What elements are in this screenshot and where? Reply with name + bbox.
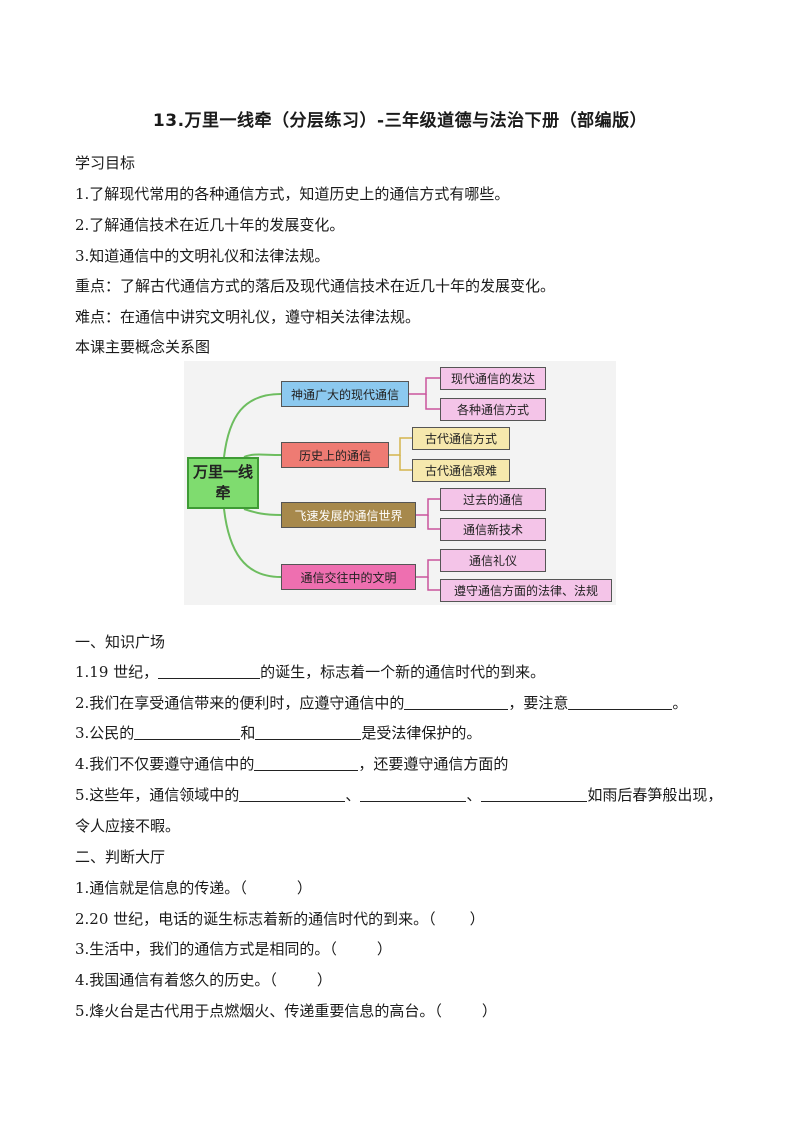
connector-b1-l2 xyxy=(425,394,440,410)
leaf-ancient-methods: 古代通信方式 xyxy=(412,427,510,450)
leaf-laws: 遵守通信方面的法律、法规 xyxy=(440,579,612,602)
question-3: 3.公民的 和 是受法律保护的。 xyxy=(75,722,481,743)
answer-blank[interactable] xyxy=(254,756,359,771)
concept-map: 万里一线牵 神通广大的现代通信 历史上的通信 飞速发展的通信世界 通信交往中的文… xyxy=(184,361,616,605)
judgment-4-text: 4.我国通信有着悠久的历史。（ xyxy=(75,971,277,989)
question-3-text-c: 是受法律保护的。 xyxy=(361,724,482,742)
answer-blank[interactable] xyxy=(134,725,241,740)
question-4-text-a: 4.我们不仅要遵守通信中的 xyxy=(75,755,255,773)
leaf-past-communication: 过去的通信 xyxy=(440,488,546,511)
judgment-5-text: 5.烽火台是古代用于点燃烟火、传递重要信息的高台。（ xyxy=(75,1002,442,1020)
answer-blank[interactable] xyxy=(404,695,509,710)
judgment-1-close: ） xyxy=(296,879,312,897)
concept-map-root: 万里一线牵 xyxy=(187,457,259,509)
connector-b3-l2 xyxy=(427,515,440,530)
judgment-2-text: 2.20 世纪，电话的诞生标志着新的通信时代的到来。（ xyxy=(75,910,436,928)
question-3-text-b: 和 xyxy=(240,724,256,742)
judgment-5: 5.烽火台是古代用于点燃烟火、传递重要信息的高台。（ ） xyxy=(75,1000,497,1021)
leaf-ancient-difficulty: 古代通信艰难 xyxy=(412,459,510,482)
leaf-modern-developed: 现代通信的发达 xyxy=(440,367,546,390)
branch-civility: 通信交往中的文明 xyxy=(281,564,416,590)
judgment-5-close: ） xyxy=(481,1002,497,1020)
question-5: 5.这些年，通信领域中的 、 、 如雨后春笋般出现， xyxy=(75,784,722,805)
judgment-4-close: ） xyxy=(316,971,332,989)
concept-map-connectors xyxy=(223,377,440,591)
question-2-text-c: 。 xyxy=(672,694,688,712)
question-1-text-b: 的诞生，标志着一个新的通信时代的到来。 xyxy=(260,663,546,681)
connector-b3-l1 xyxy=(416,498,440,516)
question-3-text-a: 3.公民的 xyxy=(75,724,135,742)
connector-b2-l2 xyxy=(399,455,412,471)
leaf-etiquette: 通信礼仪 xyxy=(440,549,546,572)
judgment-2: 2.20 世纪，电话的诞生标志着新的通信时代的到来。（ ） xyxy=(75,908,485,929)
branch-historical-communication: 历史上的通信 xyxy=(281,442,389,468)
question-5-continued: 令人应接不暇。 xyxy=(75,817,181,835)
question-5-text-a: 5.这些年，通信领域中的 xyxy=(75,786,240,804)
answer-blank[interactable] xyxy=(255,725,362,740)
difficulty: 难点：在通信中讲究文明礼仪，遵守相关法律法规。 xyxy=(75,308,421,326)
judgment-1: 1.通信就是信息的传递。（ ） xyxy=(75,877,312,898)
connector-root-branch2 xyxy=(243,453,282,458)
connector-b4-l1 xyxy=(416,559,440,578)
objective-3: 3.知道通信中的文明礼仪和法律法规。 xyxy=(75,247,330,265)
question-5-text-c: 、 xyxy=(466,786,482,804)
branch-modern-communication: 神通广大的现代通信 xyxy=(281,381,409,407)
objective-1: 1.了解现代常用的各种通信方式，知道历史上的通信方式有哪些。 xyxy=(75,185,510,203)
map-heading: 本课主要概念关系图 xyxy=(75,338,211,356)
question-2-text-b: ，要注意 xyxy=(508,694,569,712)
section1-heading: 一、知识广场 xyxy=(75,633,166,651)
question-1-text-a: 1.19 世纪， xyxy=(75,663,159,681)
objectives-heading: 学习目标 xyxy=(75,154,136,172)
connector-b2-l1 xyxy=(389,437,412,456)
leaf-various-methods: 各种通信方式 xyxy=(440,398,546,421)
judgment-2-close: ） xyxy=(469,910,485,928)
question-5-text-b: 、 xyxy=(345,786,361,804)
connector-b1-l1 xyxy=(409,377,440,395)
judgment-3: 3.生活中，我们的通信方式是相同的。（ ） xyxy=(75,938,392,959)
connector-root-branch1 xyxy=(223,393,282,458)
judgment-3-text: 3.生活中，我们的通信方式是相同的。（ xyxy=(75,940,337,958)
connector-b4-l2 xyxy=(427,577,440,591)
page-title: 13.万里一线牵（分层练习）-三年级道德与法治下册（部编版） xyxy=(152,111,648,131)
key-point: 重点：了解古代通信方式的落后及现代通信技术在近几十年的发展变化。 xyxy=(75,277,556,295)
connector-root-branch3 xyxy=(243,508,282,516)
judgment-1-text: 1.通信就是信息的传递。（ xyxy=(75,879,247,897)
judgment-4: 4.我国通信有着悠久的历史。（ ） xyxy=(75,969,332,990)
question-2: 2.我们在享受通信带来的便利时，应遵守通信中的 ，要注意 。 xyxy=(75,692,687,713)
judgment-3-close: ） xyxy=(376,940,392,958)
connector-root-branch4 xyxy=(223,508,282,578)
question-1: 1.19 世纪， 的诞生，标志着一个新的通信时代的到来。 xyxy=(75,661,545,682)
answer-blank[interactable] xyxy=(360,787,467,802)
answer-blank[interactable] xyxy=(158,664,261,679)
question-4: 4.我们不仅要遵守通信中的 ，还要遵守通信方面的 xyxy=(75,753,508,774)
answer-blank[interactable] xyxy=(568,695,673,710)
answer-blank[interactable] xyxy=(481,787,588,802)
objective-2: 2.了解通信技术在近几十年的发展变化。 xyxy=(75,216,345,234)
section2-heading: 二、判断大厅 xyxy=(75,848,166,866)
question-2-text-a: 2.我们在享受通信带来的便利时，应遵守通信中的 xyxy=(75,694,405,712)
question-5-text-d: 如雨后春笋般出现， xyxy=(587,786,723,804)
question-4-text-b: ，还要遵守通信方面的 xyxy=(358,755,509,773)
branch-rapid-development: 飞速发展的通信世界 xyxy=(281,502,416,528)
answer-blank[interactable] xyxy=(239,787,346,802)
leaf-new-technology: 通信新技术 xyxy=(440,518,546,541)
